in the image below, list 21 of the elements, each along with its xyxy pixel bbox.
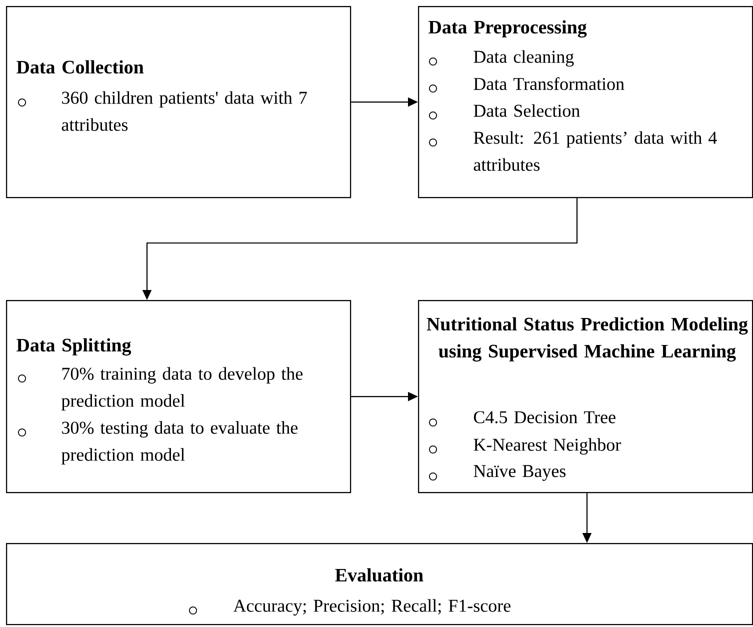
process-box	[418, 6, 753, 198]
list-item: Data Transformation	[474, 77, 624, 90]
list-item: 70% training data to develop the prediction model	[62, 367, 303, 410]
box-heading: Data Splitting	[16, 338, 132, 356]
process-box	[6, 300, 352, 494]
process-box	[418, 300, 753, 494]
box-heading: Nutritional Status Prediction Modeling using Supervised Machine Learning	[426, 317, 748, 362]
list-item: Naïve Bayes	[474, 465, 566, 481]
list-item: Data Selection	[474, 104, 580, 117]
list-item: 30% testing data to evaluate the prediction model	[62, 421, 298, 464]
process-box	[6, 543, 753, 626]
list-item: Data cleaning	[474, 50, 574, 67]
list-item: Accuracy; Precision; Recall; F1-score	[233, 599, 510, 616]
list-item: C4.5 Decision Tree	[474, 411, 616, 424]
list-item: 360 children patients' data with 7 attributes	[62, 91, 307, 131]
box-heading: Data Preprocessing	[428, 20, 587, 38]
box-heading: Data Collection	[16, 60, 144, 74]
list-item: K-Nearest Neighbor	[474, 438, 621, 455]
list-item: Result: 261 patients’ data with 4 attributes	[474, 131, 717, 171]
box-heading: Evaluation	[335, 568, 424, 582]
process-box	[6, 6, 352, 198]
